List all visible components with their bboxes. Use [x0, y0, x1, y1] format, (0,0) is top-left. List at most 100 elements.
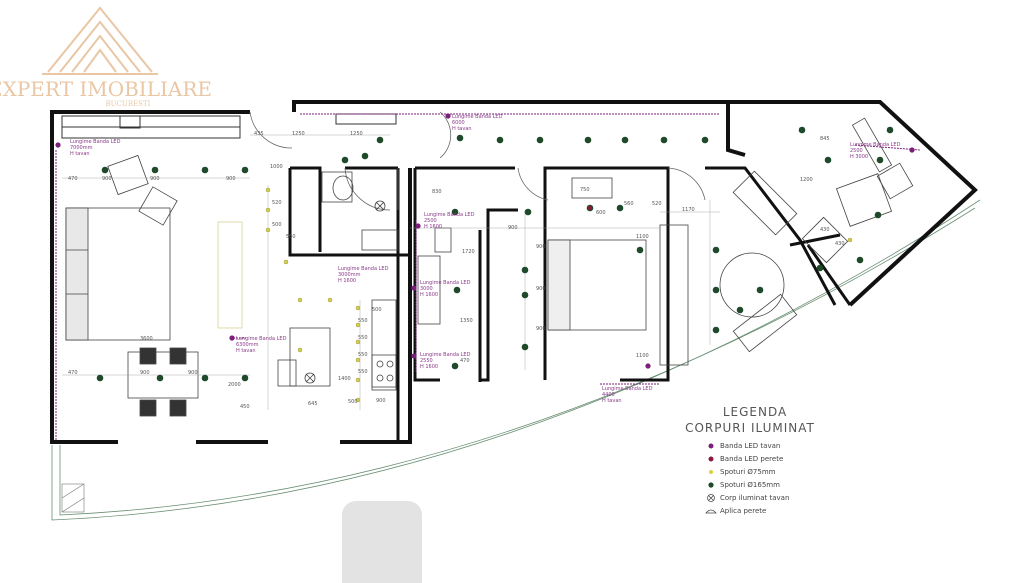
dimension-label: 900 [536, 326, 546, 332]
dimension-label: 580 [286, 234, 296, 240]
led-annotation-text: 6000 [452, 120, 465, 126]
legend-item: Spoturi Ø75mm [709, 468, 776, 476]
led-annotation-text: H tavan [602, 398, 622, 404]
dimension-label: 3600 [140, 336, 153, 342]
spot-165-icon [521, 291, 529, 299]
ceiling-fixture-icon [374, 200, 386, 212]
dimension-label: 1100 [636, 234, 649, 240]
spot-165-icon [201, 166, 209, 174]
led-annotation-text: 3000mm [338, 272, 361, 278]
led-point-icon [229, 335, 235, 341]
dimension-label: 1350 [460, 318, 473, 324]
spot-165-icon [736, 306, 744, 314]
led-annotation-text: Lungime Banda LED [850, 142, 901, 148]
legend-item-label: Aplica perete [720, 507, 766, 515]
dimension-label: 470 [460, 358, 470, 364]
spot-165-icon [241, 166, 249, 174]
spot-75-icon [355, 377, 361, 383]
spot-75-icon [265, 187, 271, 193]
spot-165-icon [521, 343, 529, 351]
terrace-hatch [61, 483, 85, 513]
dimension-label: 2000 [228, 382, 241, 388]
dimension-lines [62, 134, 720, 410]
led-annotation-text: 4400 [602, 392, 615, 398]
spot-165-icon [708, 482, 714, 488]
spot-165-icon [151, 166, 159, 174]
led-annotation-text: Lungime Banda LED [424, 212, 475, 218]
legend-title: LEGENDA [723, 405, 787, 419]
spot-165-icon [712, 286, 720, 294]
dimension-label: 900 [226, 176, 236, 182]
dimension-label: 900 [188, 370, 198, 376]
dimension-label: 645 [308, 401, 318, 407]
legend-item-label: Banda LED perete [720, 455, 783, 463]
legend-item-label: Spoturi Ø165mm [720, 481, 780, 489]
dimension-label: 1400 [338, 376, 351, 382]
spot-165-icon [874, 211, 882, 219]
legend-item: Spoturi Ø165mm [708, 481, 780, 489]
legend: LEGENDA CORPURI ILUMINAT Banda LED tavan… [685, 405, 815, 515]
dimension-label: 900 [376, 398, 386, 404]
led-point-icon [415, 223, 421, 229]
dimension-label: 1170 [682, 207, 695, 213]
spot-75-icon [847, 237, 853, 243]
lighting-spots [55, 113, 915, 403]
legend-item-label: Spoturi Ø75mm [720, 468, 776, 476]
dimension-label: 900 [536, 286, 546, 292]
led-annotation-text: H 1600 [424, 224, 442, 230]
ceiling-fixtures [304, 200, 386, 384]
dimension-label: 900 [140, 370, 150, 376]
led-annotation-text: 2550 [420, 358, 433, 364]
dimension-label: 550 [358, 335, 368, 341]
led-annotation-text: Lungime Banda LED [602, 386, 653, 392]
legend-subtitle: CORPURI ILUMINAT [685, 421, 815, 435]
legend-item-label: Corp iluminat tavan [720, 494, 789, 502]
led-annotation-text: H 3000 [850, 154, 868, 160]
spot-165-icon [201, 374, 209, 382]
dimension-label: 550 [358, 369, 368, 375]
spot-75-icon [355, 305, 361, 311]
led-annotation-text: 7000mm [70, 145, 93, 151]
led-point-icon [411, 353, 417, 359]
dimension-label: 450 [240, 404, 250, 410]
spot-165-icon [660, 136, 668, 144]
spot-165-icon [756, 286, 764, 294]
spot-165-icon [798, 126, 806, 134]
led-annotation-text: H 1600 [338, 278, 356, 284]
ceiling-fixture-icon [707, 494, 715, 502]
dimension-label: 600 [596, 210, 606, 216]
led-annotation-text: Lungime Banda LED [420, 280, 471, 286]
interior-walls [288, 166, 852, 440]
dimension-label: 1000 [270, 164, 283, 170]
led-annotation-text: Lungime Banda LED [420, 352, 471, 358]
spot-165-icon [341, 156, 349, 164]
legend-item: Banda LED perete [708, 455, 783, 463]
led-strips [55, 113, 921, 440]
spot-165-icon [451, 362, 459, 370]
watermark-logo: EXPERT IMOBILIARE BUCURESTI [0, 6, 212, 108]
spot-165-icon [451, 208, 459, 216]
spot-75-icon [355, 339, 361, 345]
led-annotation-text: H tavan [70, 151, 90, 157]
dimension-label: 845 [820, 136, 830, 142]
spot-165-icon [584, 136, 592, 144]
wall-sconce-icon [705, 509, 717, 514]
spot-165-icon [536, 136, 544, 144]
spot-75-icon [297, 347, 303, 353]
spot-165-icon [96, 374, 104, 382]
doors [249, 111, 706, 211]
spot-165-icon [824, 156, 832, 164]
spot-165-icon [876, 156, 884, 164]
dimension-label: 1720 [462, 249, 475, 255]
dimension-label: 550 [358, 352, 368, 358]
dimension-label: 470 [68, 370, 78, 376]
spot-165-icon [496, 136, 504, 144]
spot-165-icon [712, 246, 720, 254]
dimension-label: 520 [272, 200, 282, 206]
led-annotation-text: Lungime Banda LED [338, 266, 389, 272]
led-point-icon [445, 113, 451, 119]
led-annotation-text: Lungime Banda LED [70, 139, 121, 145]
